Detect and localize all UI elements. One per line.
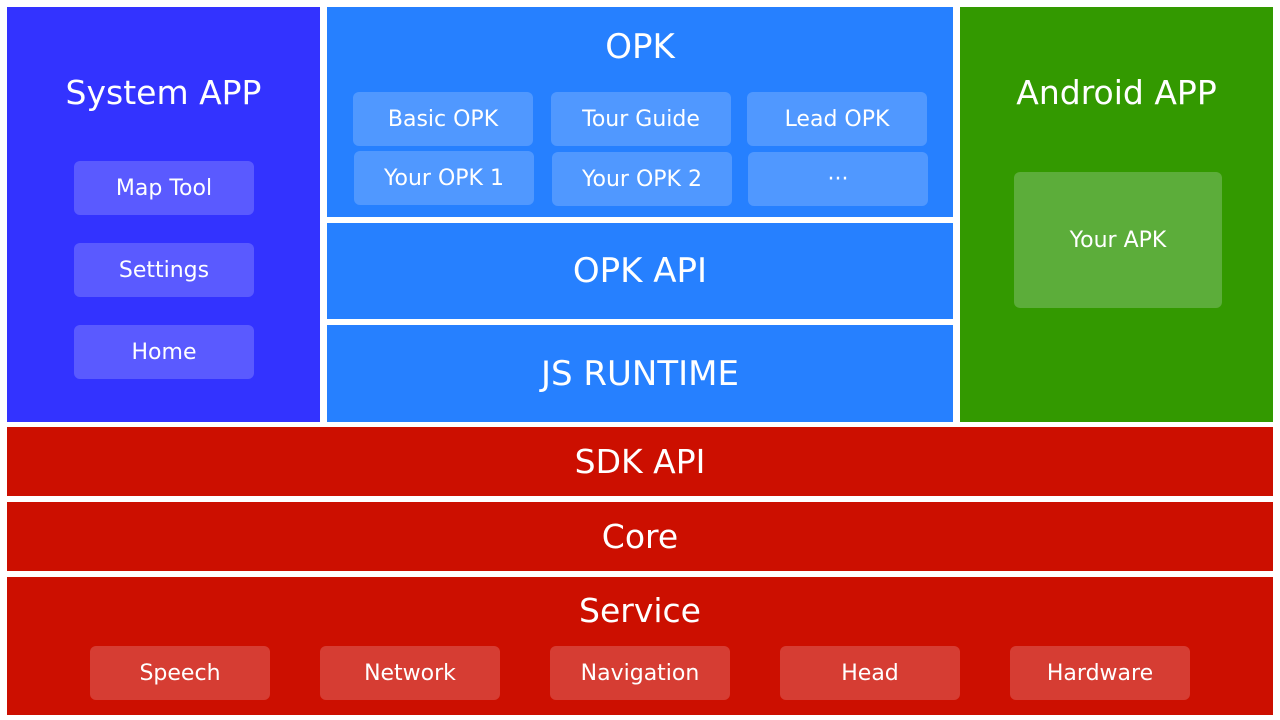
service-item-navigation: Navigation [550, 646, 730, 700]
opk-api-block: OPK API [327, 223, 953, 319]
opk-item-lead-opk: Lead OPK [747, 92, 927, 146]
service-title: Service [579, 591, 701, 630]
opk-title: OPK [605, 27, 675, 67]
opk-api-title: OPK API [572, 251, 708, 291]
system-app-item-settings: Settings [74, 243, 254, 297]
service-block: Service Speech Network Navigation Head H… [7, 577, 1273, 715]
service-item-hardware: Hardware [1010, 646, 1190, 700]
core-block: Core [7, 502, 1273, 571]
system-app-item-map-tool: Map Tool [74, 161, 254, 215]
opk-item-your-opk-1: Your OPK 1 [354, 151, 534, 205]
core-title: Core [601, 517, 679, 556]
service-item-network: Network [320, 646, 500, 700]
service-item-speech: Speech [90, 646, 270, 700]
opk-item-your-opk-2: Your OPK 2 [552, 152, 732, 206]
opk-item-more: ··· [748, 152, 928, 206]
js-runtime-title: JS RUNTIME [541, 353, 739, 394]
system-app-title: System APP [65, 73, 262, 112]
opk-block: OPK Basic OPK Tour Guide Lead OPK Your O… [327, 7, 953, 217]
system-app-block: System APP Map Tool Settings Home [7, 7, 320, 422]
js-runtime-block: JS RUNTIME [327, 325, 953, 422]
sdk-api-block: SDK API [7, 427, 1273, 496]
service-item-head: Head [780, 646, 960, 700]
android-app-title: Android APP [1016, 73, 1217, 112]
sdk-api-title: SDK API [574, 442, 706, 481]
opk-item-basic-opk: Basic OPK [353, 92, 533, 146]
android-app-block: Android APP Your APK [960, 7, 1273, 422]
opk-item-tour-guide: Tour Guide [551, 92, 731, 146]
android-app-item-your-apk: Your APK [1014, 172, 1222, 308]
system-app-item-home: Home [74, 325, 254, 379]
